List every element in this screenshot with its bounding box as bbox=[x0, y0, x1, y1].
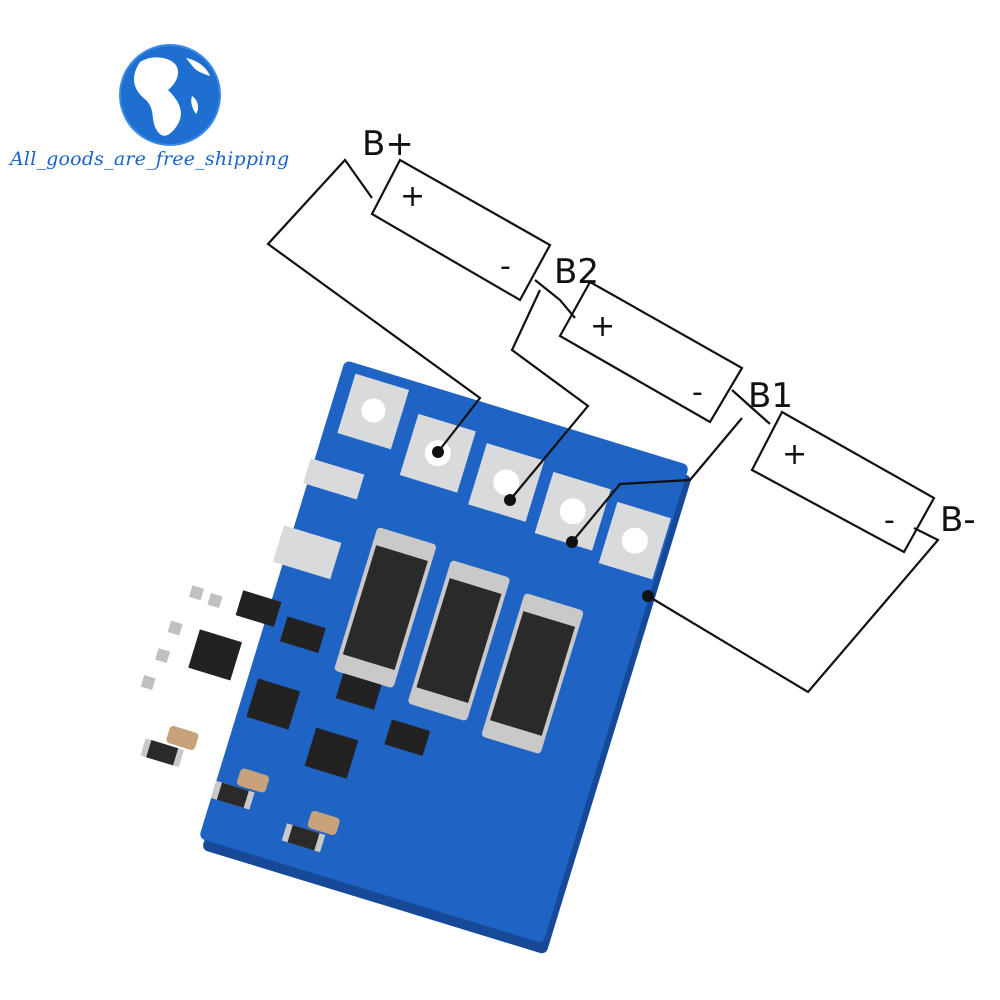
terminal-label-b-minus: B- bbox=[940, 500, 976, 540]
cell-2-plus: + bbox=[590, 309, 616, 344]
battery-cell-3 bbox=[750, 410, 936, 554]
terminal-label-b2: B2 bbox=[554, 252, 599, 292]
pad-B1 bbox=[534, 471, 611, 551]
pad-B- bbox=[598, 501, 671, 580]
globe-logo-icon bbox=[119, 44, 221, 146]
wiring-diagram bbox=[266, 158, 940, 694]
terminal-label-b-plus: B+ bbox=[362, 124, 414, 164]
pad-B2 bbox=[468, 443, 545, 522]
smd-resistors bbox=[140, 738, 326, 853]
cell-1-plus: + bbox=[400, 179, 426, 214]
resistor-R3 bbox=[334, 527, 436, 688]
battery-cell-1 bbox=[370, 158, 552, 302]
pcb-board bbox=[140, 361, 691, 954]
cell-3-plus: + bbox=[782, 437, 808, 472]
smd-capacitors bbox=[166, 725, 340, 836]
watermark-text: All_goods_are_free_shipping bbox=[10, 148, 290, 170]
cell-1-minus: - bbox=[500, 249, 511, 284]
resistor-R1 bbox=[481, 593, 584, 754]
battery-cell-2 bbox=[558, 280, 744, 424]
cell-2-minus: - bbox=[692, 375, 703, 410]
cell-3-minus: - bbox=[884, 503, 895, 538]
terminal-label-b1: B1 bbox=[748, 376, 793, 416]
resistor-R2 bbox=[408, 560, 510, 721]
pad-B4 bbox=[337, 373, 410, 450]
